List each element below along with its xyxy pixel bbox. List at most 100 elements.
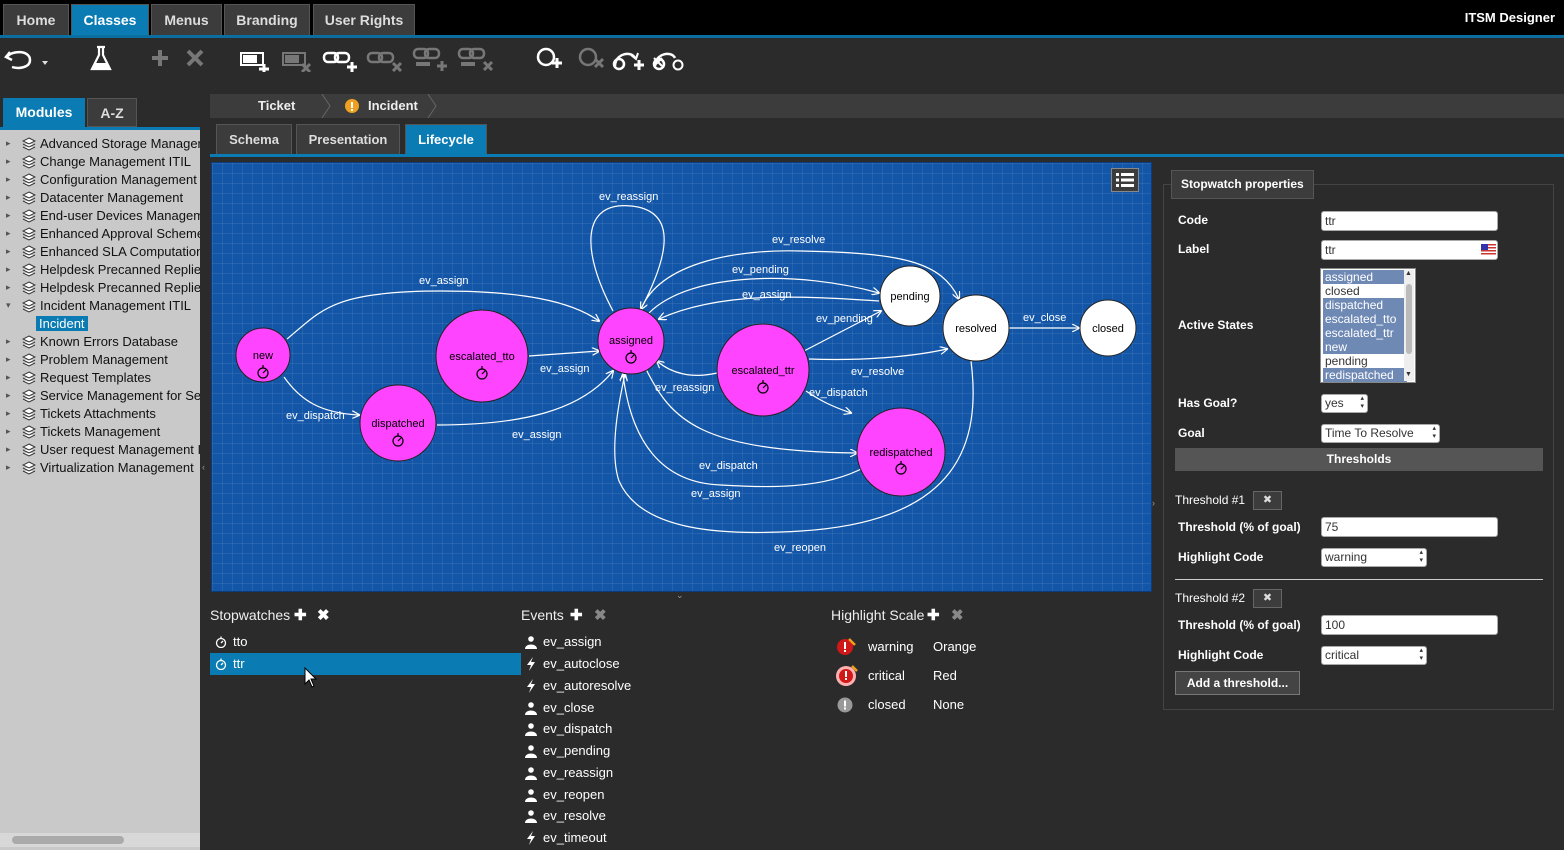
tab-branding[interactable]: Branding — [224, 4, 310, 35]
tree-item[interactable]: ▸Service Management for Service Provider… — [0, 387, 200, 405]
delete-stopwatch-button[interactable]: ✖ — [317, 606, 330, 624]
lifecycle-canvas[interactable]: ev_reassign ev_resolve ev_pending ev_ass… — [211, 162, 1152, 592]
threshold-1-pct-input[interactable]: 75 — [1321, 517, 1498, 537]
tree-item[interactable]: ▸Tickets Attachments — [0, 405, 200, 423]
expand-icon[interactable]: ▸ — [6, 373, 12, 381]
state-option[interactable]: new — [1323, 340, 1407, 354]
collapse-icon[interactable]: ▾ — [6, 301, 12, 309]
state-redispatched[interactable]: redispatched — [857, 408, 945, 496]
list-view-button[interactable] — [1111, 168, 1139, 192]
add-event-icon[interactable] — [611, 44, 647, 72]
expand-icon[interactable]: ▸ — [6, 247, 12, 255]
add-highlight-button[interactable]: ✚ — [927, 606, 940, 624]
add-stopwatch-icon[interactable] — [535, 44, 563, 72]
expand-icon[interactable]: ▸ — [6, 463, 12, 471]
tree-item[interactable]: ▸User request Management ITIL — [0, 441, 200, 459]
tree-item[interactable]: ▸Helpdesk Precanned Replies — [0, 261, 200, 279]
tab-lifecycle[interactable]: Lifecycle — [405, 124, 487, 154]
tab-modules[interactable]: Modules — [3, 98, 85, 127]
remove-threshold-2-button[interactable]: ✖ — [1253, 589, 1282, 608]
scrollbar-thumb[interactable] — [1406, 284, 1412, 354]
tab-home[interactable]: Home — [3, 4, 69, 35]
active-states-listbox[interactable]: assigned closed dispatched escalated_tto… — [1320, 268, 1416, 383]
state-escalated-ttr[interactable]: escalated_ttr — [717, 324, 809, 416]
tree-item[interactable]: ▸Advanced Storage Management — [0, 135, 200, 153]
expand-icon[interactable]: ▸ — [6, 211, 12, 219]
threshold-2-hl-select[interactable]: critical ▴▾ — [1321, 646, 1427, 665]
label-input[interactable]: ttr — [1321, 240, 1498, 260]
tree-item[interactable]: ▸Enhanced SLA Computation — [0, 243, 200, 261]
tree-item[interactable]: ▸Virtualization Management — [0, 459, 200, 477]
add-transition-icon[interactable] — [322, 44, 360, 72]
state-option[interactable]: dispatched — [1323, 298, 1407, 312]
tree-item[interactable]: ▸Datacenter Management — [0, 189, 200, 207]
threshold-2-pct-input[interactable]: 100 — [1321, 615, 1498, 635]
tree-item[interactable]: ▸Problem Management — [0, 351, 200, 369]
expand-icon[interactable]: ▸ — [6, 409, 12, 417]
tree-item[interactable]: ▸Tickets Management — [0, 423, 200, 441]
state-closed[interactable]: closed — [1080, 300, 1136, 356]
tab-classes[interactable]: Classes — [71, 4, 149, 35]
collapse-down-icon[interactable]: ⌄ — [676, 590, 684, 601]
transition-ev-resolve-escalated-ttr[interactable] — [809, 349, 947, 360]
expand-icon[interactable]: ▸ — [6, 391, 12, 399]
undo-icon[interactable] — [4, 44, 50, 72]
tree-item-incident-management[interactable]: ▾Incident Management ITIL — [0, 297, 200, 315]
code-input[interactable]: ttr — [1321, 211, 1498, 231]
state-resolved[interactable]: resolved — [943, 295, 1009, 361]
transition-ev-reassign-loop[interactable] — [591, 206, 664, 311]
transition-ev-reassign-escalated-ttr[interactable] — [657, 361, 717, 375]
expand-icon[interactable]: ▸ — [6, 157, 12, 165]
scrollbar-thumb[interactable] — [12, 836, 124, 844]
expand-icon[interactable]: ▸ — [6, 139, 12, 147]
state-option[interactable]: pending — [1323, 354, 1407, 368]
state-option[interactable]: redispatched — [1323, 368, 1407, 382]
chevron-left-icon[interactable]: ‹ — [202, 462, 205, 472]
add-threshold-button[interactable]: Add a threshold... — [1175, 671, 1300, 695]
states-scrollbar[interactable]: ▲ ▼ — [1404, 270, 1414, 381]
expand-icon[interactable]: ▸ — [6, 337, 12, 345]
goal-select[interactable]: Time To Resolve ▴▾ — [1321, 424, 1440, 443]
breadcrumb-ticket[interactable]: Ticket — [258, 94, 295, 118]
state-assigned[interactable]: assigned — [598, 308, 664, 374]
flask-icon[interactable] — [89, 44, 113, 72]
tree-item[interactable]: ▸Known Errors Database — [0, 333, 200, 351]
state-option[interactable]: assigned — [1323, 270, 1407, 284]
tree-item[interactable]: ▸Configuration Management — [0, 171, 200, 189]
state-new[interactable]: new — [236, 328, 290, 382]
chevron-right-icon[interactable]: › — [1152, 498, 1155, 508]
expand-icon[interactable]: ▸ — [6, 193, 12, 201]
tab-a-z[interactable]: A-Z — [87, 98, 137, 127]
expand-icon[interactable]: ▸ — [6, 355, 12, 363]
tree-item[interactable]: ▸Change Management ITIL — [0, 153, 200, 171]
panel-splitter[interactable]: ‹ — [200, 127, 210, 847]
transition-ev-assign-escalated-tto[interactable] — [529, 351, 599, 356]
tab-user-rights[interactable]: User Rights — [313, 4, 415, 35]
us-flag-icon[interactable] — [1481, 244, 1496, 255]
tree-item-incident[interactable]: Incident — [0, 315, 200, 333]
expand-icon[interactable]: ▸ — [6, 445, 12, 453]
expand-icon[interactable]: ▸ — [6, 265, 12, 273]
tab-presentation[interactable]: Presentation — [296, 124, 400, 154]
stopwatch-row-ttr[interactable]: ttr — [210, 653, 521, 675]
state-pending[interactable]: pending — [880, 266, 940, 326]
tree-item[interactable]: ▸End-user Devices Management — [0, 207, 200, 225]
stopwatch-row-tto[interactable]: tto — [210, 631, 521, 653]
expand-icon[interactable]: ▸ — [6, 283, 12, 291]
add-event-button[interactable]: ✚ — [570, 606, 583, 624]
state-dispatched[interactable]: dispatched — [360, 385, 436, 461]
threshold-1-hl-select[interactable]: warning ▴▾ — [1321, 548, 1427, 567]
tree-item[interactable]: ▸Request Templates — [0, 369, 200, 387]
tab-menus[interactable]: Menus — [151, 4, 222, 35]
expand-icon[interactable]: ▸ — [6, 175, 12, 183]
state-option[interactable]: closed — [1323, 284, 1407, 298]
remove-threshold-1-button[interactable]: ✖ — [1253, 491, 1282, 510]
tab-schema[interactable]: Schema — [216, 124, 292, 154]
expand-icon[interactable]: ▸ — [6, 229, 12, 237]
expand-icon[interactable]: ▸ — [6, 427, 12, 435]
state-option[interactable]: escalated_ttr — [1323, 326, 1407, 340]
add-state-icon[interactable] — [238, 44, 272, 72]
remove-event-icon[interactable] — [651, 44, 687, 72]
tree-item[interactable]: ▸Enhanced Approval Scheme — [0, 225, 200, 243]
add-stopwatch-button[interactable]: ✚ — [294, 606, 307, 624]
